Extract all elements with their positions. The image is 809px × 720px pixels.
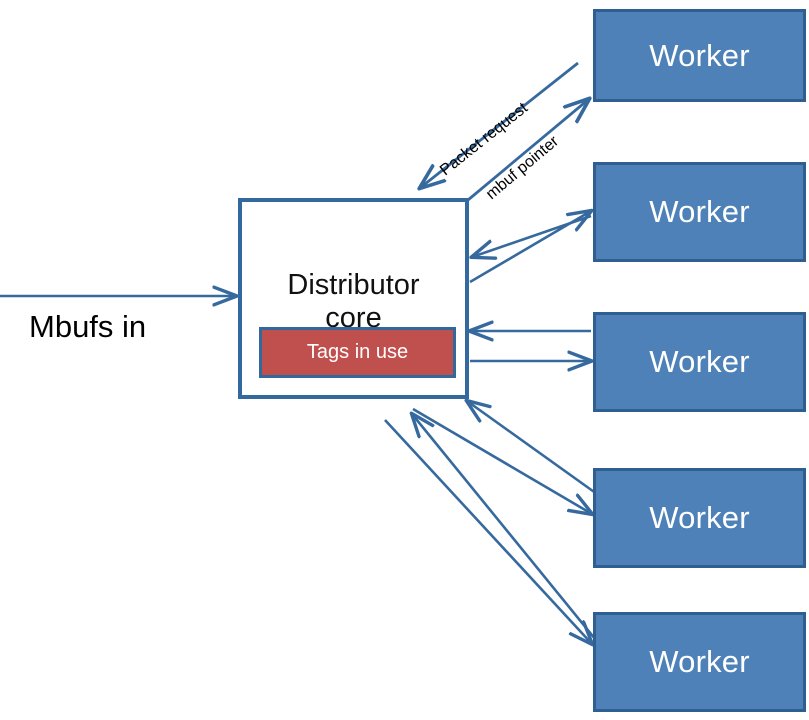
edge-worker2-mbuf	[469, 211, 591, 284]
worker-box-5[interactable]: Worker	[593, 612, 806, 712]
worker-box-3[interactable]: Worker	[593, 312, 806, 412]
edge-worker5-mbuf	[384, 419, 592, 644]
tags-in-use-box[interactable]: Tags in use	[259, 327, 456, 378]
worker-label-1: Worker	[649, 37, 750, 73]
edge-worker5-request	[412, 414, 602, 646]
edge-worker4-request	[467, 401, 598, 496]
worker-box-2[interactable]: Worker	[593, 162, 806, 262]
worker-label-2: Worker	[649, 194, 750, 229]
mbufs-in-label: Mbufs in	[29, 309, 147, 344]
edge-worker1-mbuf-pointer	[467, 99, 589, 202]
worker-box-1[interactable]: Worker	[593, 9, 806, 102]
tags-in-use-label: Tags in use	[306, 341, 409, 363]
worker-label-5: Worker	[649, 644, 750, 679]
worker-label-4: Worker	[649, 500, 750, 535]
worker-label-3: Worker	[649, 344, 750, 379]
distributor-core-label: Distributor core	[287, 269, 420, 334]
edge-worker1-packet-request	[420, 61, 579, 188]
worker-box-4[interactable]: Worker	[593, 468, 806, 568]
edge-worker4-mbuf	[412, 407, 592, 514]
